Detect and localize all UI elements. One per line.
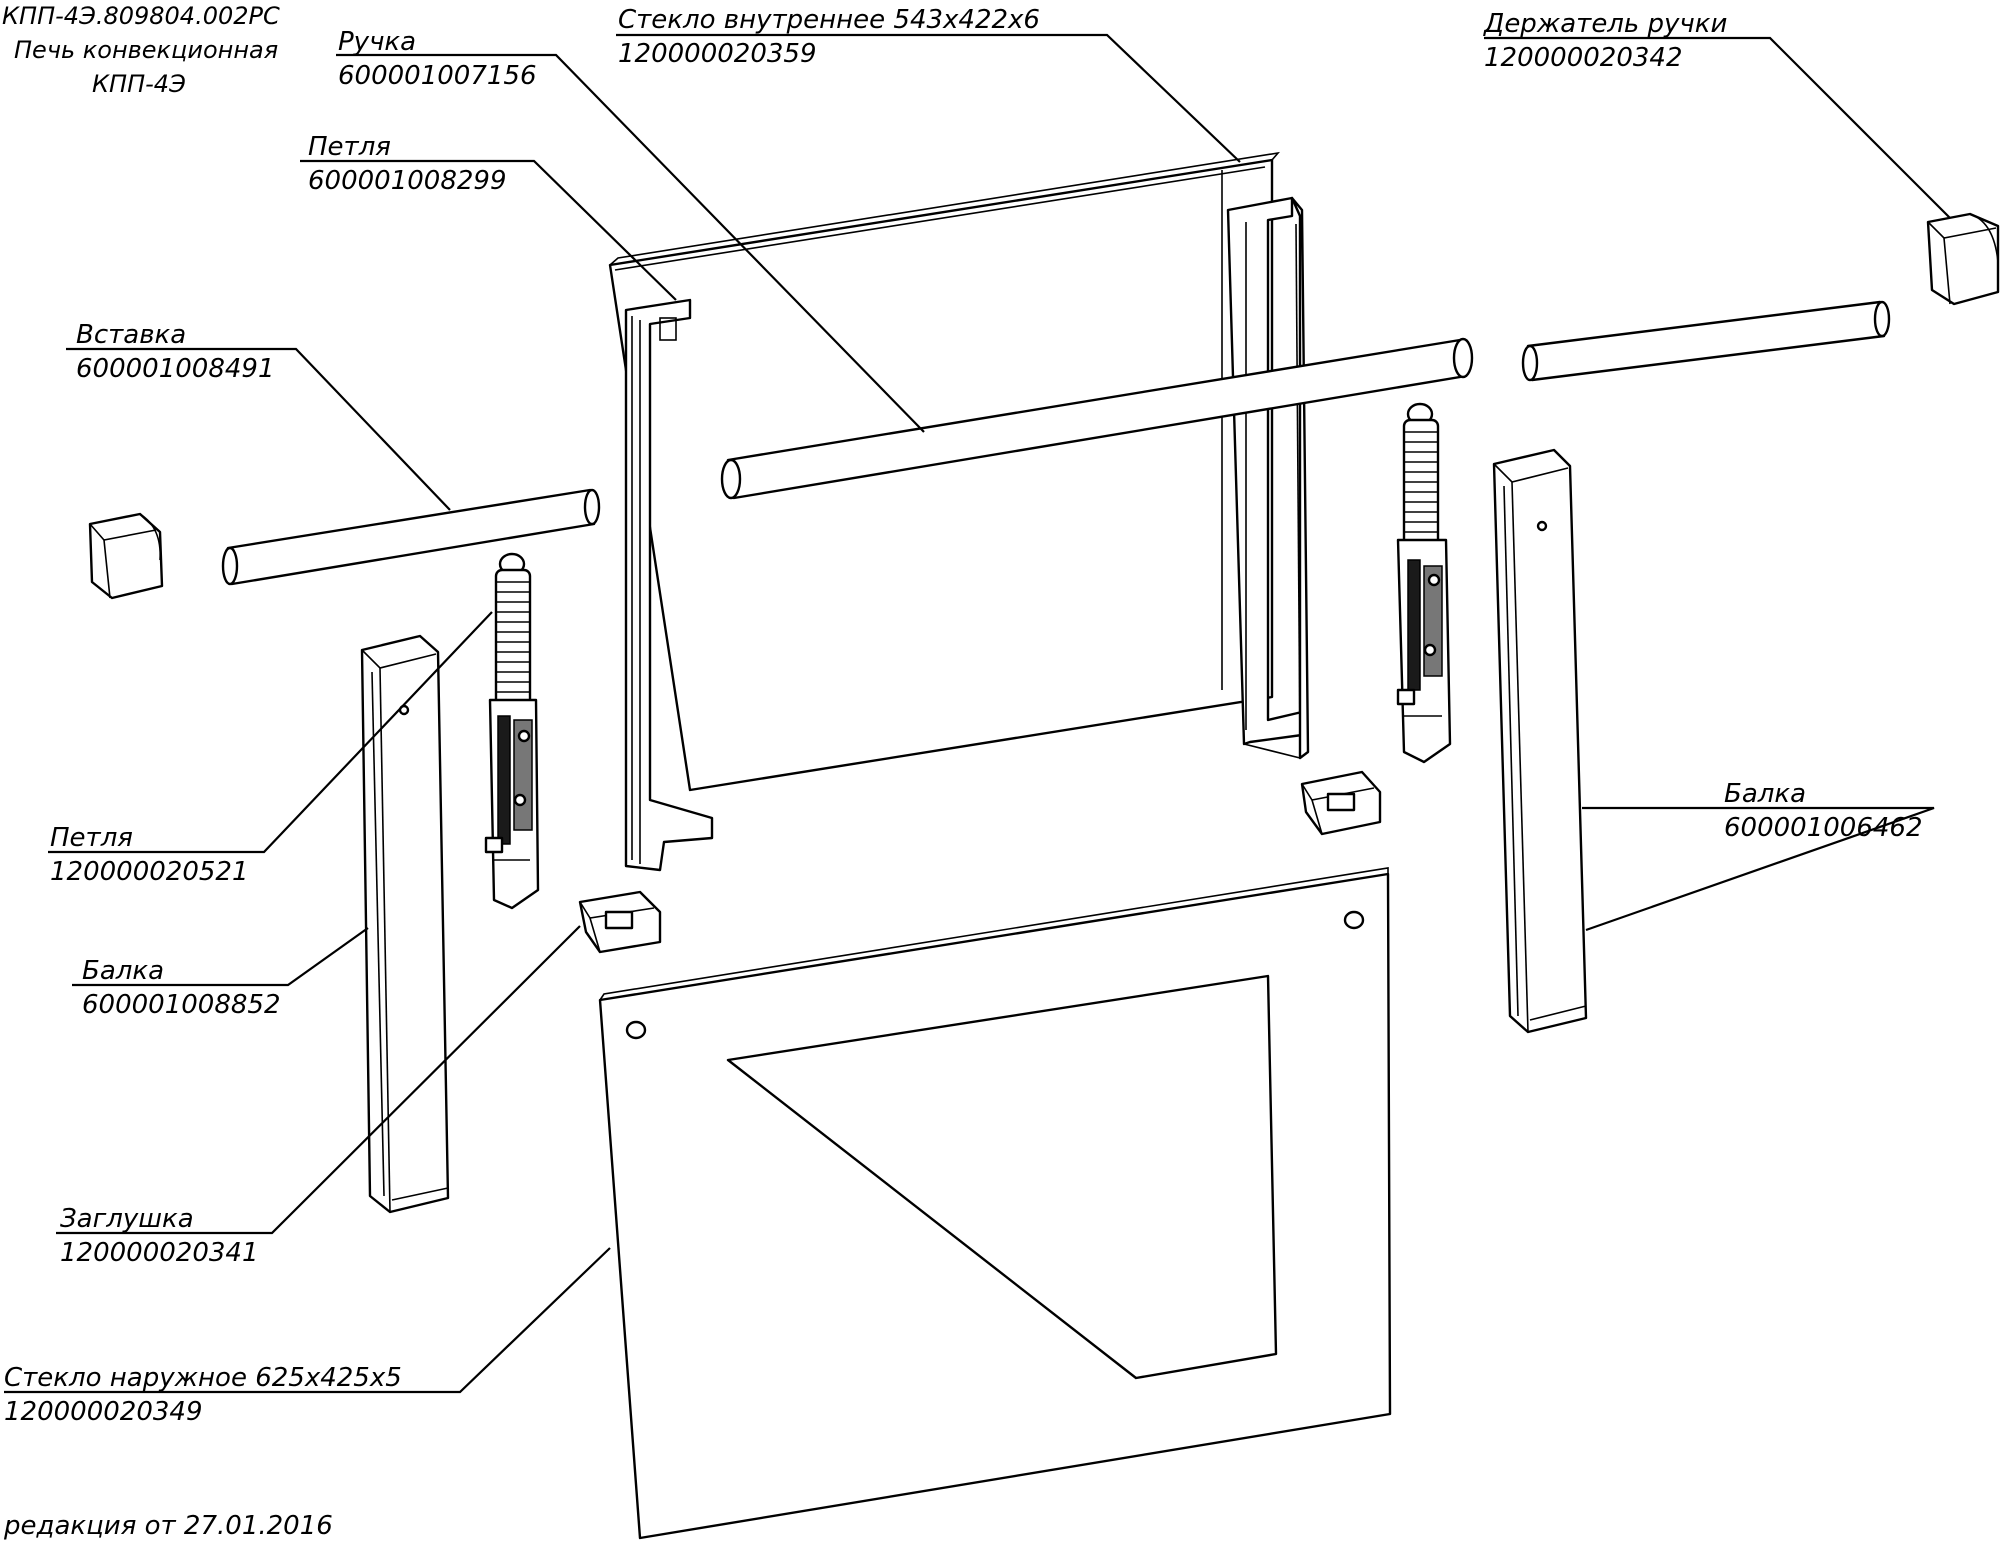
product-model: КПП-4Э xyxy=(92,70,186,98)
callout-name: Балка xyxy=(82,956,164,986)
callout-code: 120000020341 xyxy=(60,1238,259,1268)
doc-code: КПП-4Э.809804.002РС xyxy=(2,2,280,30)
callout-hinge-top: Петля 600001008299 xyxy=(308,132,507,196)
callout-code: 120000020342 xyxy=(1484,43,1683,73)
callout-plug: Заглушка 120000020341 xyxy=(60,1204,259,1268)
left-insert-part xyxy=(221,488,601,586)
callout-code: 600001008491 xyxy=(76,354,275,384)
callout-code: 600001007156 xyxy=(338,61,537,91)
callout-outer-glass: Стекло наружное 625х425х5 120000020349 xyxy=(4,1363,402,1427)
revision-note: редакция от 27.01.2016 xyxy=(3,1511,333,1541)
handle-bar-part xyxy=(720,337,1474,500)
callout-beam-right: Балка 600001006462 xyxy=(1724,779,1923,843)
callout-code: 120000020521 xyxy=(50,857,249,887)
right-hinge-part xyxy=(1396,402,1452,764)
callout-name: Балка xyxy=(1724,779,1806,809)
callout-name: Стекло внутреннее 543х422х6 xyxy=(618,5,1040,35)
left-inner-bracket-part xyxy=(624,298,714,872)
callout-name: Заглушка xyxy=(60,1204,194,1234)
callout-code: 600001008299 xyxy=(308,166,507,196)
callout-inner-glass: Стекло внутреннее 543х422х6 120000020359 xyxy=(618,5,1040,69)
callout-hinge-left: Петля 120000020521 xyxy=(50,823,249,887)
callout-code: 120000020349 xyxy=(4,1397,203,1427)
left-plug-part xyxy=(578,890,662,954)
right-plug-part xyxy=(1300,770,1382,836)
callout-code: 600001006462 xyxy=(1724,813,1923,843)
title-block: КПП-4Э.809804.002РС Печь конвекционная К… xyxy=(2,2,280,98)
callout-name: Стекло наружное 625х425х5 xyxy=(4,1363,402,1393)
right-beam-part xyxy=(1492,448,1588,1034)
product-name: Печь конвекционная xyxy=(14,36,278,64)
callout-name: Петля xyxy=(50,823,133,853)
callout-code: 600001008852 xyxy=(82,990,281,1020)
callout-rukchka: Ручка 600001007156 xyxy=(338,27,537,91)
leader-lines xyxy=(4,33,1951,1394)
callout-beam-left: Балка 600001008852 xyxy=(82,956,281,1020)
callout-name: Держатель ручки xyxy=(1483,9,1727,39)
right-inner-bracket-part xyxy=(1226,196,1310,760)
left-beam-part xyxy=(360,634,450,1214)
callout-code: 120000020359 xyxy=(618,39,817,69)
left-hinge-part xyxy=(484,552,540,910)
right-handle-holder-part xyxy=(1926,212,2000,306)
callout-name: Ручка xyxy=(338,27,416,57)
callout-name: Вставка xyxy=(76,320,186,350)
callout-handle-holder: Держатель ручки 120000020342 xyxy=(1483,9,1727,73)
right-insert-part xyxy=(1521,300,1891,382)
inner-glass-part xyxy=(608,151,1281,792)
callout-name: Петля xyxy=(308,132,391,162)
callout-insert: Вставка 600001008491 xyxy=(76,320,275,384)
left-handle-holder-part xyxy=(88,512,164,600)
outer-glass-part xyxy=(598,867,1392,1540)
